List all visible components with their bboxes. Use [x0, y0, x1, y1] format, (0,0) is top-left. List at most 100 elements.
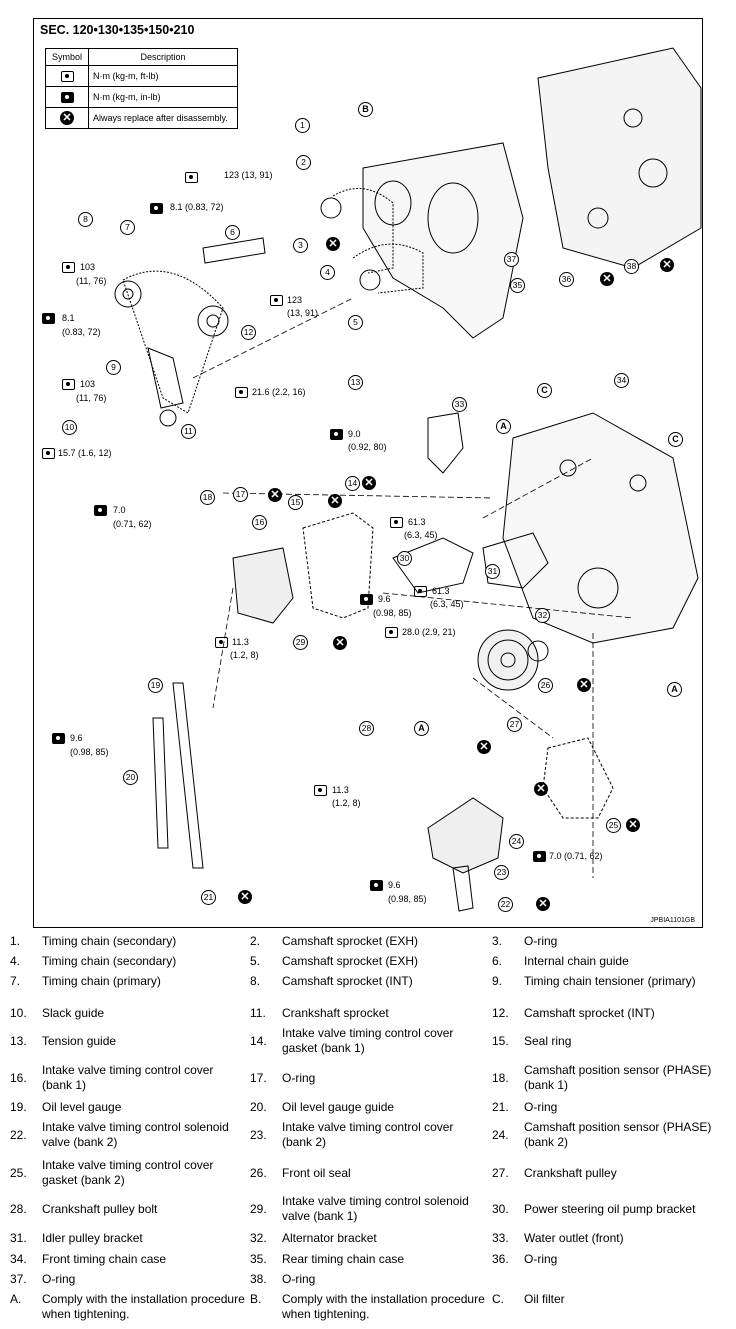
- diagram-code: JPBIA1101GB: [650, 917, 695, 924]
- part-number: C.: [492, 1292, 504, 1306]
- torque-wrench-icon: [385, 627, 398, 638]
- torque-wrench-inlb-icon: [150, 203, 163, 214]
- part-callout-14: 14: [345, 476, 360, 491]
- torque-label: 103: [80, 262, 96, 272]
- torque-label: (11, 76): [76, 276, 107, 286]
- torque-label: (11, 76): [76, 393, 107, 403]
- torque-label: 7.0: [113, 505, 126, 515]
- part-description: Intake valve timing control solenoid val…: [42, 1120, 229, 1149]
- legend-desc-replace: Always replace after disassembly.: [88, 107, 238, 129]
- torque-label: (6.3, 45): [404, 530, 438, 540]
- part-callout-36: 36: [559, 272, 574, 287]
- part-description: Water outlet (front): [524, 1231, 624, 1245]
- part-description: Slack guide: [42, 1006, 105, 1020]
- diagram-frame: [33, 18, 703, 928]
- torque-label: 21.6 (2.2, 16): [252, 387, 306, 397]
- part-number: 25.: [10, 1166, 27, 1180]
- part-number: 7.: [10, 974, 21, 988]
- part-number: 14.: [250, 1034, 267, 1048]
- torque-label: (0.98, 85): [373, 608, 412, 618]
- part-number: 35.: [250, 1252, 267, 1266]
- part-callout-6: 6: [225, 225, 240, 240]
- part-callout-31: 31: [485, 564, 500, 579]
- callout-letter-b: B: [358, 102, 373, 117]
- part-description: Oil level gauge guide: [282, 1100, 395, 1114]
- torque-label: 11.3: [332, 785, 349, 795]
- torque-wrench-inlb-icon: [42, 313, 55, 324]
- part-description: Comply with the installation procedure w…: [42, 1292, 245, 1321]
- part-callout-33: 33: [452, 397, 467, 412]
- torque-wrench-inlb-icon: [52, 733, 65, 744]
- part-callout-30: 30: [397, 551, 412, 566]
- torque-wrench-icon: [235, 387, 248, 398]
- part-number: 24.: [492, 1128, 509, 1142]
- part-description: Timing chain tensioner (primary): [524, 974, 696, 988]
- part-number: 12.: [492, 1006, 509, 1020]
- replace-x-icon: ✕: [328, 494, 342, 508]
- part-description: Intake valve timing control cover (bank …: [42, 1063, 214, 1092]
- part-callout-34: 34: [614, 373, 629, 388]
- part-number: 29.: [250, 1202, 267, 1216]
- part-number: 8.: [250, 974, 261, 988]
- torque-label: (0.83, 72): [62, 327, 101, 337]
- part-description: Crankshaft pulley: [524, 1166, 617, 1180]
- part-description: Crankshaft pulley bolt: [42, 1202, 158, 1216]
- torque-label: 9.6: [388, 880, 401, 890]
- part-description: Alternator bracket: [282, 1231, 377, 1245]
- torque-label: (1.2, 8): [332, 798, 361, 808]
- part-number: 31.: [10, 1231, 27, 1245]
- part-number: A.: [10, 1292, 22, 1306]
- part-number: 26.: [250, 1166, 267, 1180]
- part-number: 34.: [10, 1252, 27, 1266]
- torque-wrench-icon: [185, 172, 198, 183]
- torque-wrench-inlb-icon: [60, 91, 74, 103]
- torque-label: (1.2, 8): [230, 650, 259, 660]
- part-number: 22.: [10, 1128, 27, 1142]
- torque-wrench-icon: [62, 262, 75, 273]
- part-description: Timing chain (primary): [42, 974, 161, 988]
- callout-letter-a: A: [496, 419, 511, 434]
- replace-x-icon: ✕: [268, 488, 282, 502]
- part-number: 27.: [492, 1166, 509, 1180]
- callout-letter-c: C: [537, 383, 552, 398]
- part-callout-15: 15: [288, 495, 303, 510]
- part-callout-17: 17: [233, 487, 248, 502]
- part-number: 28.: [10, 1202, 27, 1216]
- part-number: 17.: [250, 1071, 267, 1085]
- part-number: 1.: [10, 934, 21, 948]
- torque-label: 103: [80, 379, 96, 389]
- part-description: Intake valve timing control cover gasket…: [42, 1158, 214, 1187]
- part-number: 13.: [10, 1034, 27, 1048]
- part-number: 33.: [492, 1231, 509, 1245]
- part-description: Timing chain (secondary): [42, 954, 177, 968]
- part-description: Camshaft position sensor (PHASE) (bank 1…: [524, 1063, 712, 1092]
- torque-label: 9.0: [348, 429, 361, 439]
- part-callout-2: 2: [296, 155, 311, 170]
- torque-label: 123 (13, 91): [224, 170, 273, 180]
- part-callout-32: 32: [535, 608, 550, 623]
- torque-wrench-icon: [62, 379, 75, 390]
- part-callout-7: 7: [120, 220, 135, 235]
- torque-label: (0.92, 80): [348, 442, 387, 452]
- part-number: 23.: [250, 1128, 267, 1142]
- replace-x-icon: ✕: [577, 678, 591, 692]
- torque-wrench-icon: [390, 517, 403, 528]
- torque-label: (6.3, 45): [430, 599, 464, 609]
- part-number: 3.: [492, 934, 503, 948]
- part-description: O-ring: [282, 1071, 316, 1085]
- torque-wrench-icon: [60, 70, 74, 82]
- section-title: SEC. 120•130•135•150•210: [40, 23, 195, 37]
- part-number: B.: [250, 1292, 262, 1306]
- torque-label: 8.1 (0.83, 72): [170, 202, 224, 212]
- torque-wrench-inlb-icon: [94, 505, 107, 516]
- part-description: Tension guide: [42, 1034, 117, 1048]
- torque-label: 123: [287, 295, 303, 305]
- torque-wrench-inlb-icon: [370, 880, 383, 891]
- part-description: Crankshaft sprocket: [282, 1006, 389, 1020]
- part-callout-16: 16: [252, 515, 267, 530]
- callout-letter-c: C: [668, 432, 683, 447]
- part-callout-24: 24: [509, 834, 524, 849]
- part-description: Intake valve timing control cover (bank …: [282, 1120, 454, 1149]
- part-callout-1: 1: [295, 118, 310, 133]
- part-description: Power steering oil pump bracket: [524, 1202, 696, 1216]
